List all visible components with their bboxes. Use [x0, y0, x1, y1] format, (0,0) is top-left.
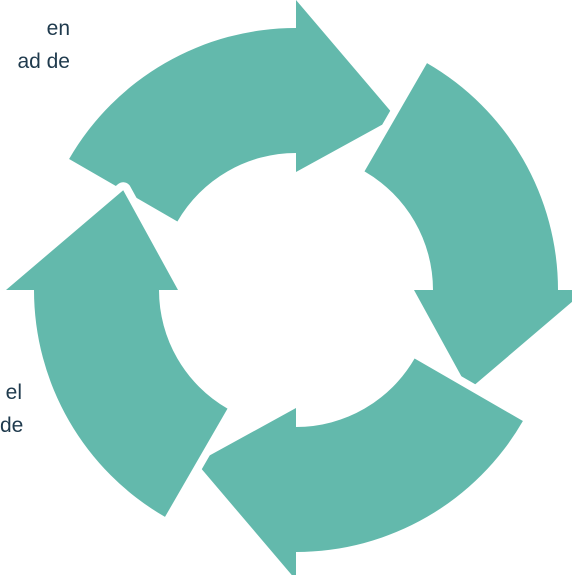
- cycle-arrow-2: [356, 55, 572, 398]
- text-fragment-bottom-line-1: el: [5, 381, 22, 404]
- text-fragment-top: en ad de: [0, 12, 70, 78]
- cycle-arrow-4: [0, 182, 236, 525]
- cycle-arrow-3: [188, 350, 531, 575]
- text-fragment-bottom: el de: [0, 376, 24, 442]
- text-fragment-top-line-2: ad de: [17, 50, 70, 73]
- cycle-arrow-1: [61, 0, 404, 230]
- text-fragment-top-line-1: en: [46, 17, 70, 40]
- text-fragment-bottom-line-2: de: [0, 414, 24, 437]
